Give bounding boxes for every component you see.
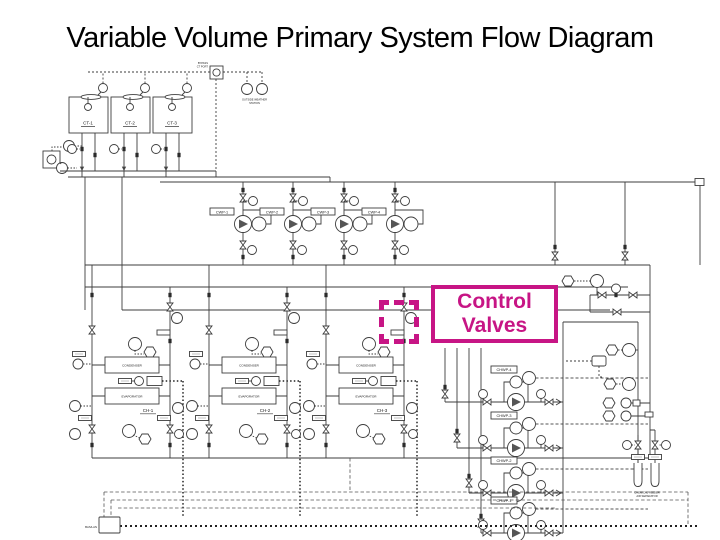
feeder-label2: AIR SEPARATOR <box>636 494 657 498</box>
cwp-4-label: CWP-4 <box>368 210 380 214</box>
ct-control-wiring <box>88 65 263 171</box>
feeder-label: CHEMICAL FEEDER <box>634 491 659 495</box>
ct-1-label: CT-1 <box>83 121 93 126</box>
cwp-4-pump <box>362 182 423 265</box>
callout-line-1: Control <box>457 290 532 313</box>
cwp-2-label: CWP-2 <box>266 210 278 214</box>
chiller-1-evaporator-label: EVAPORATOR <box>122 395 144 399</box>
left-instruments <box>42 140 82 174</box>
weather-label2: STATION <box>249 101 260 105</box>
ct-3-label: CT-3 <box>167 121 177 126</box>
chiller-1-condenser-label: CONDENSER <box>122 364 143 368</box>
control-buses <box>103 458 700 527</box>
callout-line-2: Valves <box>461 314 528 337</box>
cwp-2-pump <box>260 182 321 265</box>
control-valves-callout: Control Valves <box>431 285 558 343</box>
chilled-water-pumps <box>441 321 648 540</box>
diagram-labels: CT-1 CT-2 CT-3 BYPASS CT PORT OUTSIDE WE… <box>81 61 660 529</box>
weather-label: OUTSIDE WEATHER <box>242 98 267 102</box>
cwp-1-label: CWP-1 <box>216 210 228 214</box>
control-valve-highlight <box>379 300 419 344</box>
weather-station <box>241 83 268 95</box>
headers-piping <box>60 170 705 459</box>
chiller-2-condenser-label: CONDENSER <box>239 364 260 368</box>
chiller-3-evaporator-label: EVAPORATOR <box>356 395 378 399</box>
bypass-label: BYPASS <box>198 61 208 65</box>
chiller-1 <box>70 265 184 516</box>
cwp-1-pump <box>210 182 271 265</box>
chemical-feeders <box>622 429 671 487</box>
oa-temp-sensor-icon <box>241 83 253 95</box>
slide-title: Variable Volume Primary System Flow Diag… <box>66 22 654 54</box>
chiller-2-evaporator-label: EVAPORATOR <box>239 395 261 399</box>
controller-label: BAS/LAN <box>85 525 97 529</box>
decoupler-bypass <box>561 274 650 316</box>
cwp-3-label: CWP-3 <box>317 210 329 214</box>
bypass-label2: CT PORT <box>197 65 209 69</box>
right-equipment <box>566 343 654 422</box>
ch-3-label: CH-3 <box>377 408 388 413</box>
ch-2-label: CH-2 <box>260 408 271 413</box>
ch-1-label: CH-1 <box>143 408 154 413</box>
chiller-2 <box>187 265 301 516</box>
condenser-water-pumps <box>210 182 423 265</box>
chwp-2-label: CHWP-2 <box>497 459 512 463</box>
chiller-3-condenser-label: CONDENSER <box>356 364 377 368</box>
oa-humidity-sensor-icon <box>256 83 268 95</box>
controller-box <box>98 516 121 534</box>
chwp-3-label: CHWP-3 <box>497 414 512 418</box>
chwp-4-label: CHWP-4 <box>497 368 512 372</box>
ct-2-label: CT-2 <box>125 121 135 126</box>
cwp-3-pump <box>311 182 372 265</box>
chwp-1-label: CHWP-1 <box>497 499 512 503</box>
